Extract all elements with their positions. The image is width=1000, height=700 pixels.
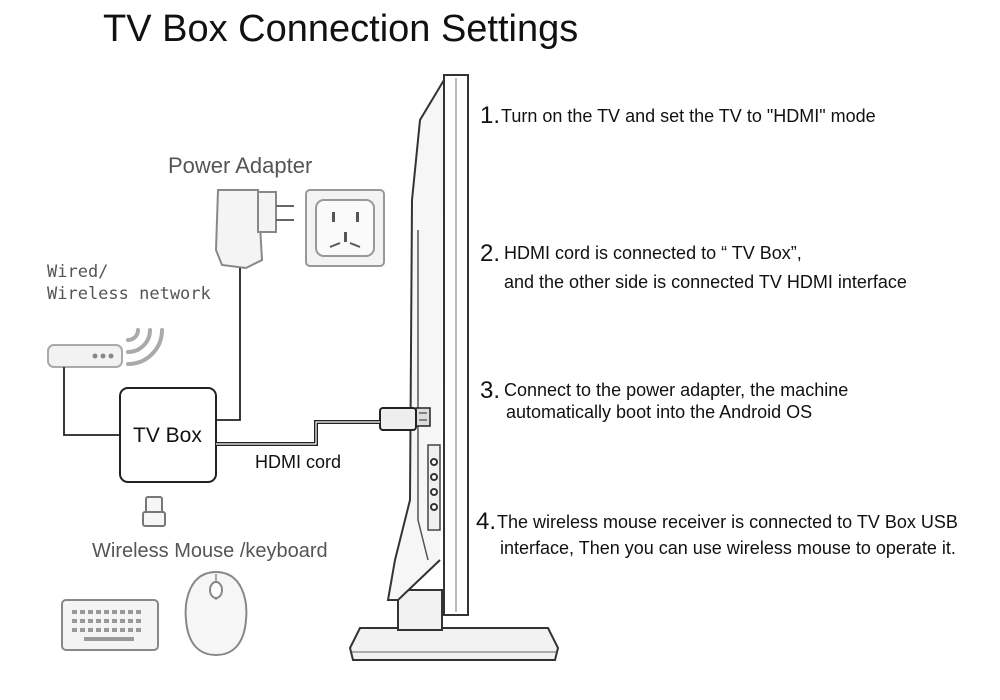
step-number: 1. (480, 102, 501, 129)
wifi-signal-icon (126, 328, 164, 366)
step-number: 2. (480, 240, 501, 267)
step-number: 4. (476, 508, 497, 535)
connection-lines (63, 268, 380, 446)
step-text-line: interface, Then you can use wireless mou… (500, 538, 956, 558)
page-title: TV Box Connection Settings (103, 8, 579, 50)
router-icon (47, 344, 123, 368)
step-text-line: Connect to the power adapter, the machin… (504, 380, 849, 400)
network-label-line2: Wireless network (47, 284, 211, 304)
wall-socket-icon (305, 189, 385, 267)
step-text-line: Turn on the TV and set the TV to "HDMI" … (501, 106, 876, 126)
keyboard-icon (61, 599, 159, 651)
usb-receiver-icon (142, 496, 166, 527)
wireless-mouse-keyboard-label: Wireless Mouse /keyboard (92, 540, 328, 562)
step-number: 3. (480, 377, 501, 404)
step-text-line: HDMI cord is connected to “ TV Box”, (504, 243, 802, 263)
mouse-icon (184, 570, 248, 657)
network-label-line1: Wired/ (47, 262, 109, 282)
step-text-line: The wireless mouse receiver is connected… (497, 512, 958, 532)
power-adapter-label: Power Adapter (168, 153, 313, 178)
power-adapter-icon (214, 189, 294, 270)
hdmi-cord-label: HDMI cord (255, 452, 342, 472)
hdmi-plug-icon (379, 407, 417, 431)
step-text-line: automatically boot into the Android OS (506, 402, 813, 422)
tv-box-label: TV Box (133, 424, 202, 447)
tv-side-icon (348, 74, 560, 661)
step-text-line: and the other side is connected TV HDMI … (504, 272, 907, 292)
